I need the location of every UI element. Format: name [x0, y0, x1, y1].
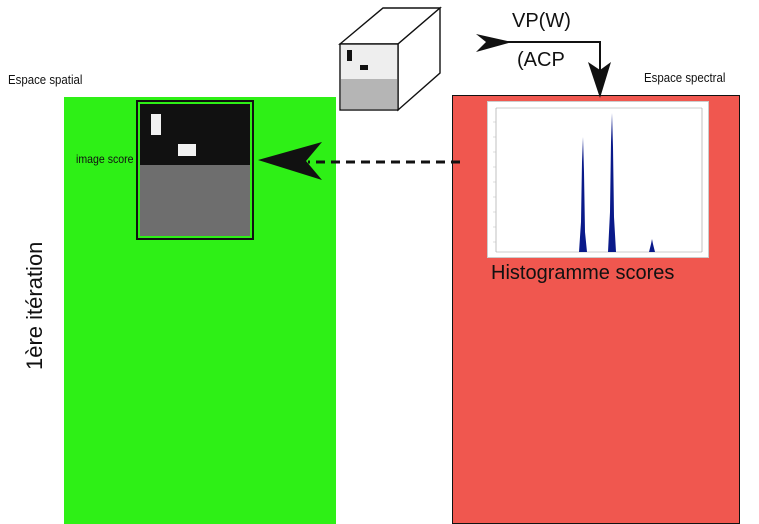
histogram-title: Histogramme scores [491, 262, 675, 284]
histogram-plot [487, 101, 709, 258]
histogram-peak [608, 113, 616, 252]
score-image-gray-region [140, 165, 250, 236]
histogram-peak [579, 137, 587, 252]
score-image-label: image score [76, 152, 134, 166]
data-cube-icon [338, 6, 442, 112]
spatial-space-label: Espace spatial [8, 72, 83, 87]
histogram-peak [649, 239, 655, 252]
spectral-space-label: Espace spectral [644, 70, 726, 85]
transform-label-line2: (ACP [517, 49, 565, 71]
score-image-mark [151, 114, 161, 135]
score-image [140, 104, 250, 236]
projection-arrow [258, 142, 460, 180]
transform-arrow [476, 34, 611, 98]
transform-label-line1: VP(W) [512, 10, 571, 32]
score-image-mark [178, 144, 196, 156]
histogram-svg [493, 107, 703, 253]
